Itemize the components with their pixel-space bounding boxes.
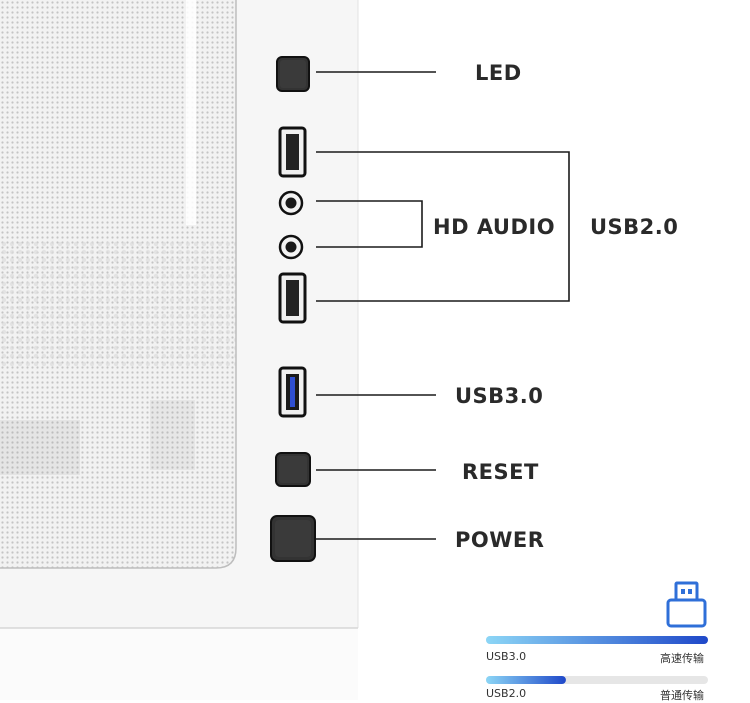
usb3-label: USB3.0 [455, 384, 544, 408]
hd-audio-label: HD AUDIO [433, 215, 556, 239]
leader-lines [316, 71, 570, 540]
usb3-speed-bar [486, 636, 708, 644]
legend-usb2-speed: 普通传输 [660, 689, 704, 702]
legend-usb3-name: USB3.0 [486, 650, 527, 663]
usb2-label: USB2.0 [590, 215, 679, 239]
led-label: LED [475, 61, 522, 85]
legend-usb2-name: USB2.0 [486, 687, 527, 700]
reset-label: RESET [462, 460, 539, 484]
power-label: POWER [455, 528, 545, 552]
mesh-panel [0, 0, 236, 568]
usb2-speed-bar [486, 676, 566, 684]
legend-usb3-speed: 高速传输 [660, 652, 704, 665]
usb-drive-icon [666, 581, 707, 628]
